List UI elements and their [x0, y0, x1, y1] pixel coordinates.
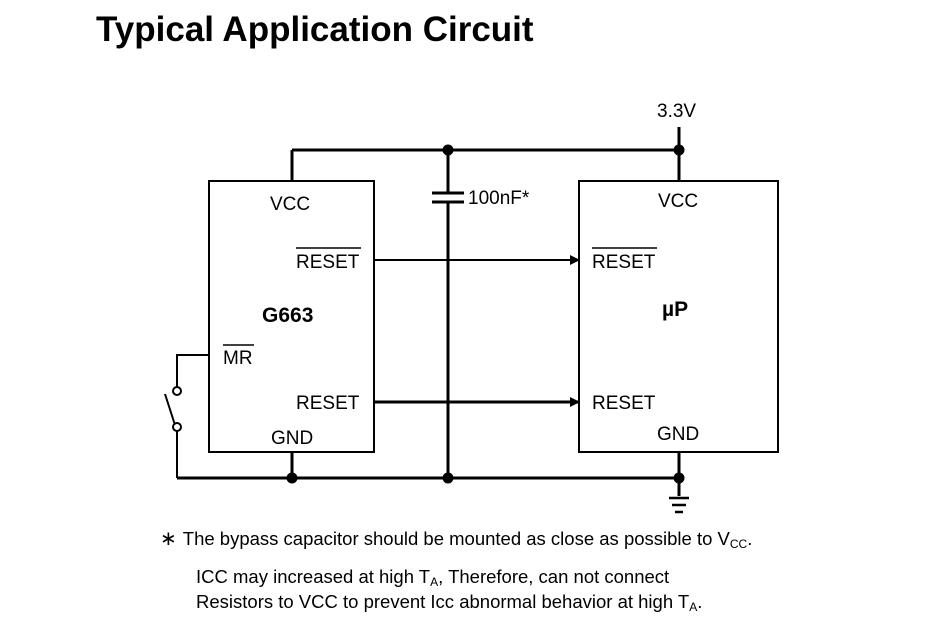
- supply-label: 3.3V: [657, 101, 696, 122]
- page-title: Typical Application Circuit: [96, 10, 534, 49]
- icc-note-line2-end: .: [697, 591, 703, 612]
- bypass-note-text: The bypass capacitor should be mounted a…: [182, 528, 730, 549]
- bypass-capacitor: [432, 150, 464, 478]
- capacitor-label: 100nF*: [468, 188, 530, 209]
- icc-note-line2-subscript: A: [689, 600, 698, 614]
- junction-vcc-supply: [673, 144, 685, 156]
- junction-dots: [286, 144, 685, 484]
- icc-note-line2-text: Resistors to VCC to prevent Icc abnormal…: [196, 591, 690, 612]
- icc-note-line2: Resistors to VCC to prevent Icc abnormal…: [196, 591, 702, 614]
- junction-gnd-cap: [442, 472, 454, 484]
- icc-note-line1: ICC may increased at high TA, Therefore,…: [196, 566, 669, 589]
- g663-pin-reset-bar: RESET: [296, 252, 360, 273]
- bypass-note-end: .: [747, 528, 753, 549]
- g663-pin-reset: RESET: [296, 393, 360, 414]
- g663-pin-vcc: VCC: [270, 194, 310, 215]
- vcc-rail: [290, 127, 681, 181]
- asterisk-icon: ∗: [160, 528, 177, 550]
- junction-gnd-right: [673, 472, 685, 484]
- g663-pin-gnd: GND: [271, 428, 313, 449]
- icc-note-line1-text: ICC may increased at high T: [196, 566, 431, 587]
- icc-note-line1-end: , Therefore, can not connect: [438, 566, 670, 587]
- g663-pin-mr-bar: MR: [223, 348, 253, 369]
- junction-gnd-left: [286, 472, 298, 484]
- mcu-pin-reset: RESET: [592, 393, 656, 414]
- mcu-pin-gnd: GND: [657, 424, 699, 445]
- ground-symbol: [669, 496, 689, 514]
- junction-vcc-cap: [442, 144, 454, 156]
- mr-switch-wire: [164, 354, 209, 478]
- bypass-note: ∗The bypass capacitor should be mounted …: [160, 526, 752, 551]
- gnd-rail: [177, 452, 681, 496]
- switch-contact-bottom: [172, 422, 182, 432]
- switch-contact-top: [172, 386, 182, 396]
- bypass-note-subscript: CC: [729, 537, 748, 551]
- g663-chip-name: G663: [262, 304, 313, 327]
- mcu-pin-reset-bar: RESET: [592, 252, 656, 273]
- mcu-pin-vcc: VCC: [658, 191, 698, 212]
- icc-note-line1-subscript: A: [430, 575, 439, 589]
- mcu-chip-name: µP: [662, 298, 688, 321]
